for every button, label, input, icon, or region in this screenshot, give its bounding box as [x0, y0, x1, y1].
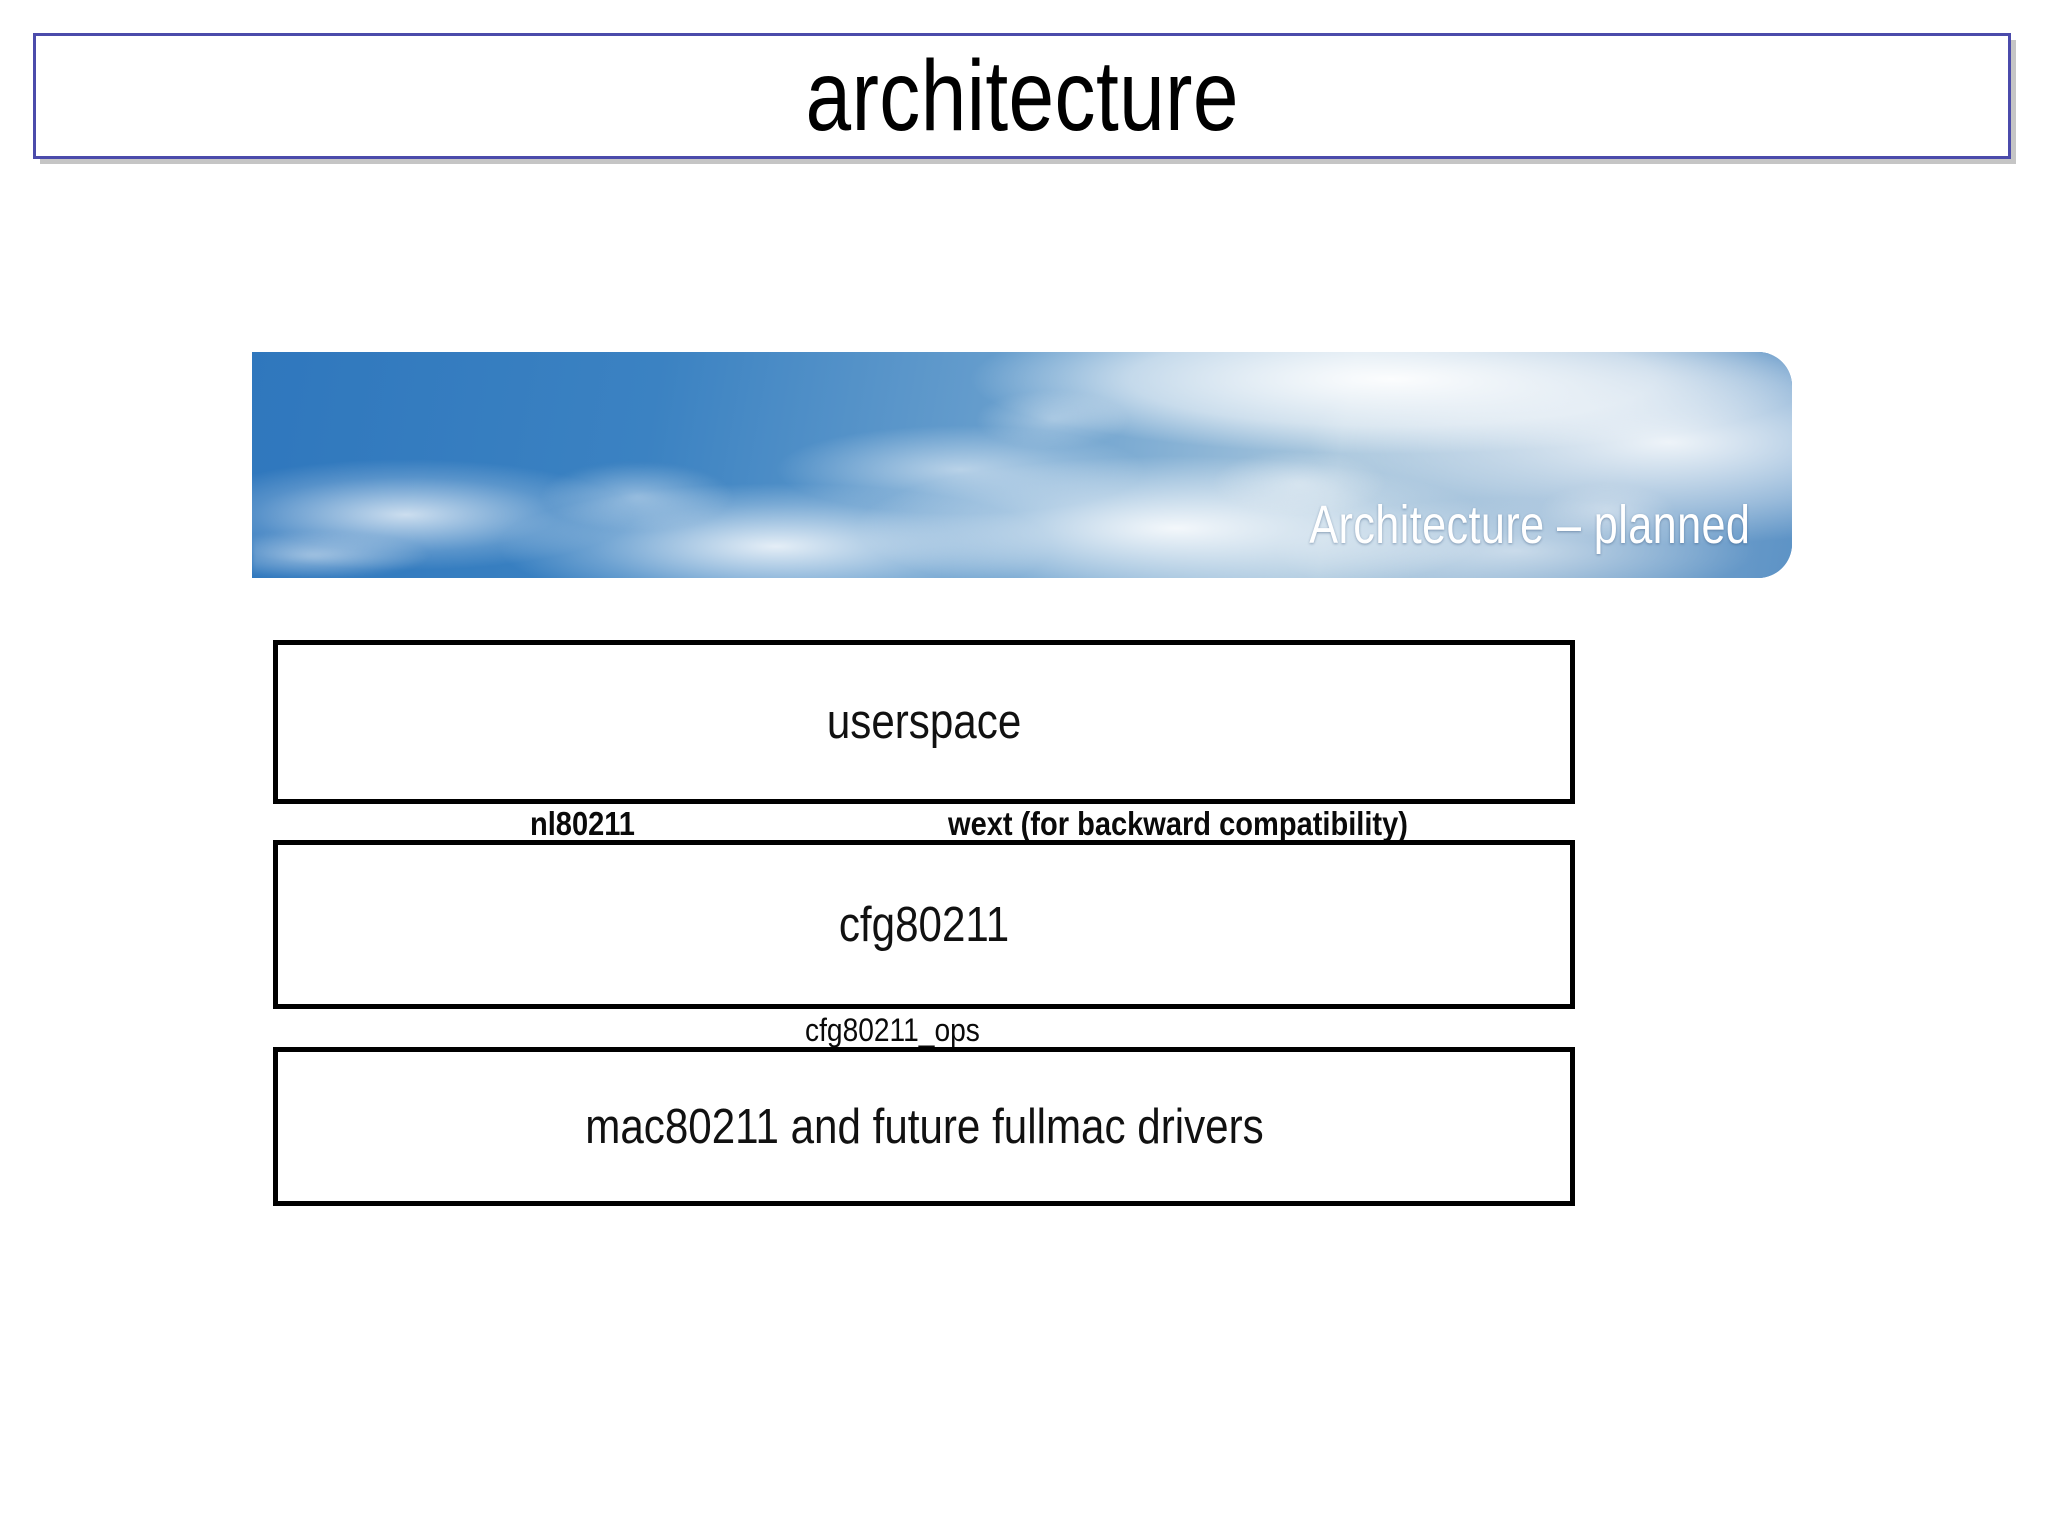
interface-label-cfg80211-ops: cfg80211_ops — [805, 1012, 980, 1048]
cloud-wisps — [252, 352, 1792, 578]
diagram-layer-userspace-label: userspace — [826, 695, 1022, 749]
interface-label-nl80211: nl80211 — [530, 805, 635, 842]
banner-caption: Architecture – planned — [1308, 495, 1750, 555]
diagram-layer-userspace: userspace — [273, 640, 1575, 804]
page-title: architecture — [805, 40, 1239, 152]
slide-title-box: architecture — [33, 33, 2011, 159]
diagram-layer-mac80211-label: mac80211 and future fullmac drivers — [584, 1099, 1264, 1154]
diagram-layer-mac80211: mac80211 and future fullmac drivers — [273, 1047, 1575, 1206]
diagram-layer-cfg80211-label: cfg80211 — [838, 897, 1010, 952]
sky-clouds-banner-image: Architecture – planned — [252, 352, 1792, 578]
interface-label-wext: wext (for backward compatibility) — [948, 805, 1408, 842]
diagram-layer-cfg80211: cfg80211 — [273, 840, 1575, 1009]
